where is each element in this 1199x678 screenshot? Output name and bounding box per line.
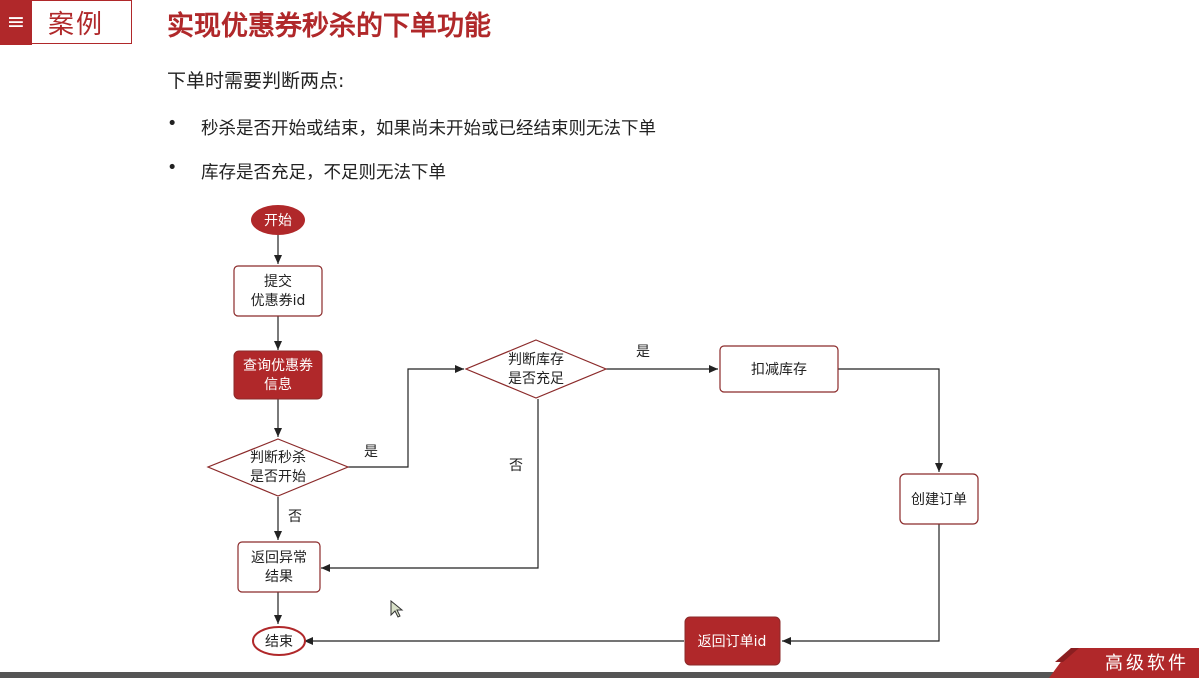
edge-stock-error [321,399,539,572]
node-submit: 提交 优惠券id [233,265,323,317]
section-tag-label: 案例 [48,10,105,40]
node-judge-stock-line2: 是否充足 [508,371,564,387]
page-title: 实现优惠券秒杀的下单功能 [167,11,491,42]
node-return-id-label: 返回订单id [698,634,767,650]
node-create-order-label: 创建订单 [911,492,967,508]
node-error-line2: 结果 [265,569,293,585]
node-deduct: 扣减库存 [719,345,839,393]
edge-label-stock-yes: 是 [636,344,650,360]
section-tag: ≡ 案例 [0,0,132,45]
node-judge-stock-line1: 判断库存 [508,352,564,368]
bullet-dot-icon: • [167,114,178,134]
edge-judge-time-stock [348,365,464,468]
document-icon: ≡ [0,1,32,45]
bullet-dot-icon: • [167,158,178,178]
node-judge-time-line2: 是否开始 [250,469,306,485]
intro-text: 下单时需要判断两点: [167,70,345,92]
node-query-line2: 信息 [264,376,292,393]
edge-label-stock-no: 否 [509,458,523,474]
node-start: 开始 [251,205,305,235]
footer-bar [0,672,1199,678]
node-error: 返回异常 结果 [237,541,321,593]
node-start-label: 开始 [264,213,292,229]
node-submit-line1: 提交 [264,273,292,290]
node-end: 结束 [252,626,306,656]
bullet-text: 秒杀是否开始或结束，如果尚未开始或已经结束则无法下单 [201,119,656,139]
node-return-id: 返回订单id [684,616,781,666]
edge-label-time-no: 否 [288,509,302,525]
brand-logo-text: 高级软件 [1105,653,1189,674]
node-query-line1: 查询优惠券 [243,358,313,374]
edge-create-return [782,524,940,645]
flow-edges [274,235,943,645]
edge-label-time-yes: 是 [364,444,378,460]
node-error-line1: 返回异常 [251,550,307,566]
node-judge-time: 判断秒杀 是否开始 [206,438,350,497]
edge-deduct-create [838,368,943,472]
node-query: 查询优惠券 信息 [233,350,323,400]
node-deduct-label: 扣减库存 [751,362,807,378]
brand-logo [1049,648,1199,678]
node-create-order: 创建订单 [899,473,979,525]
bullet-text: 库存是否充足，不足则无法下单 [201,163,446,183]
mouse-cursor-icon [390,600,404,618]
node-end-label: 结束 [265,634,293,650]
node-judge-time-line1: 判断秒杀 [250,450,306,466]
node-judge-stock: 判断库存 是否充足 [464,339,608,399]
node-submit-line2: 优惠券id [251,293,306,309]
